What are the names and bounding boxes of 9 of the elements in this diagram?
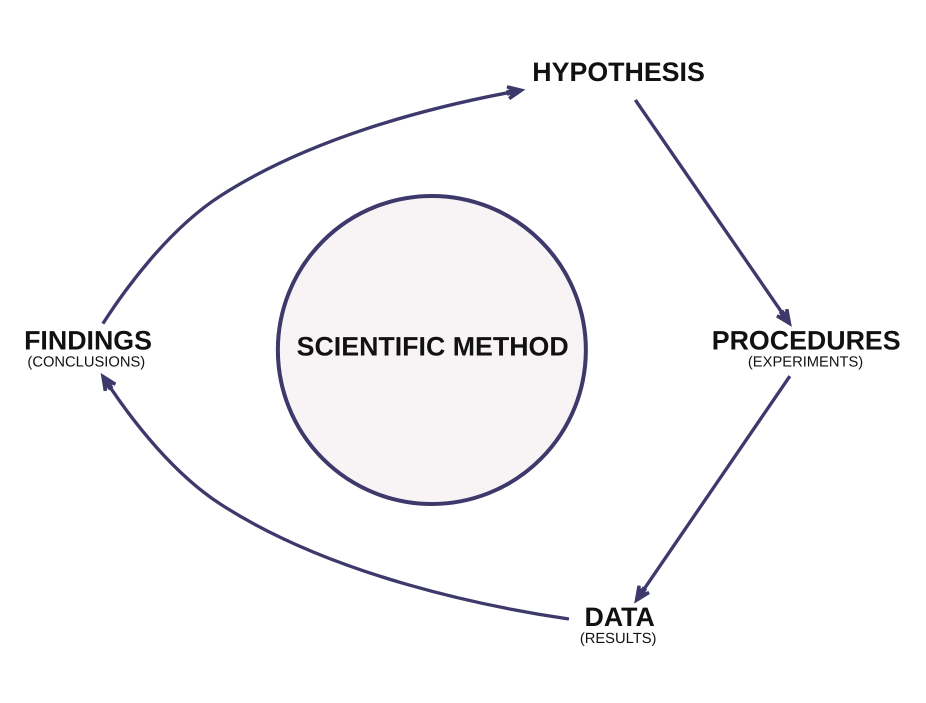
node-circle: SCIENTIFIC METHOD bbox=[276, 193, 588, 506]
node-text: HYPOTHESIS bbox=[532, 56, 705, 86]
arrow bbox=[634, 98, 792, 325]
arrow bbox=[101, 374, 570, 620]
node-text: FINDINGS (CONCLUSIONS) bbox=[24, 324, 152, 370]
arrow bbox=[634, 374, 792, 602]
arrow bbox=[101, 84, 524, 324]
node-text: PROCEDURES (EXPERIMENTS) bbox=[712, 324, 901, 370]
node-text: DATA (RESULTS) bbox=[580, 601, 656, 646]
